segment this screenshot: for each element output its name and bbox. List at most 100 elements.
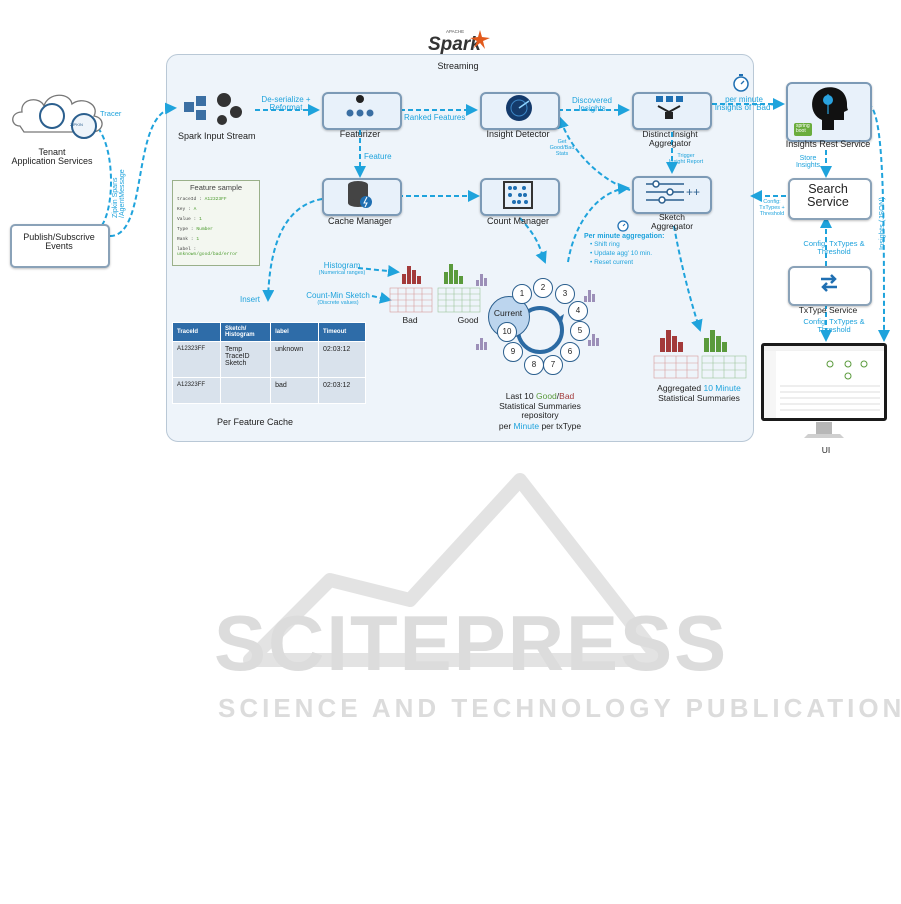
countmin-sub-label: (Discrete values) (317, 300, 359, 306)
aggregated-caption: Aggregated 10 Minute (657, 383, 741, 393)
histogram-label: Histogram (323, 261, 361, 270)
table-cell: unknown (270, 341, 320, 378)
watermark-title: SCITEPRESS (214, 599, 729, 687)
svg-text:++: ++ (686, 185, 700, 199)
insight-detector-label: Insight Detector (486, 129, 550, 139)
database-icon (348, 181, 372, 208)
aggregate-icon (656, 96, 683, 119)
ring-caption-3: per Minute per txType (498, 421, 582, 431)
gears-icon (184, 93, 242, 125)
ring-slot: 6 (560, 342, 580, 362)
histogram-sub-label: (Numerical ranges) (318, 270, 366, 276)
ring-slot: 5 (570, 321, 590, 341)
table-cell: bad (270, 377, 320, 404)
ring-caption-2: Statistical Summaries repository (499, 401, 581, 420)
table-cell: A12323FF (172, 341, 221, 378)
spark-subtitle: Streaming (437, 61, 479, 71)
watermark-subtitle: SCIENCE AND TECHNOLOGY PUBLICATIONS (218, 693, 901, 723)
aggregation-item: • Shift ring (590, 241, 620, 248)
table-cell: A12323FF (172, 377, 221, 404)
brain-head-icon (812, 87, 848, 130)
tracer-label: Tracer (100, 109, 122, 118)
feature-sample-title: Feature sample (189, 183, 243, 192)
config-txtypes-label-2: Config: TxTypes & Threshold (803, 317, 865, 334)
stopwatch-icon (733, 74, 749, 92)
spark-star-icon (470, 30, 490, 49)
table-row: A12323FF bad 02:03:12 (172, 377, 366, 404)
per-minute-bad-label: per minute Insights of "Bad" (714, 95, 774, 113)
column-header: label (270, 322, 320, 342)
sketch-slider-icon: ++ (646, 180, 700, 204)
per-feature-cache-table: TraceId Sketch/ Histogram label Timeout … (172, 322, 366, 404)
ring-slot: 7 (543, 355, 563, 375)
sketch-aggregator-node (632, 176, 712, 214)
table-header-row: TraceId Sketch/ Histogram label Timeout (172, 322, 366, 342)
spark-input-stream-label: Spark Input Stream (178, 131, 256, 141)
ring-slot: 9 (503, 342, 523, 362)
cache-manager-label: Cache Manager (327, 216, 393, 226)
trigger-report-label: Trigger Insight Report (668, 153, 704, 165)
cloud-icon (12, 94, 103, 139)
apache-label: APACHE (446, 29, 465, 34)
swap-arrows-icon (821, 274, 837, 292)
aggregated-sketch-thumbnails (653, 330, 747, 379)
feature-sample-card: Feature sample traceId : A12323FF Key : … (172, 180, 260, 266)
insert-label: Insert (240, 295, 261, 304)
feature-sample-row: Rank : 1 (177, 237, 200, 242)
radar-icon (506, 95, 532, 121)
ring-slot: 8 (524, 355, 544, 375)
ring-caption: Last 10 Good/Bad (505, 391, 575, 401)
tenant-label: Tenant Application Services (11, 147, 93, 167)
publish-subscribe-node (10, 224, 110, 268)
table-cell: Temp TraceID Sketch (219, 341, 272, 378)
table-cell: 02:03:12 (318, 377, 366, 404)
edges-layer (97, 98, 890, 342)
feature-sample-row: Value : 1 (177, 217, 202, 222)
sketch-good-label: Good (457, 315, 479, 325)
config-txtypes-label-1: Config: TxTypes & Threshold (803, 239, 865, 256)
table-cell: 02:03:12 (318, 341, 366, 378)
feature-sample-row: traceId : A12323FF (177, 197, 227, 202)
monitor-icon (761, 343, 887, 438)
sketch-bad-label: Bad (402, 315, 418, 325)
publish-subscribe-label: Publish/Subscrive Events (23, 232, 95, 252)
hierarchy-icon (346, 95, 374, 117)
cache-caption: Per Feature Cache (216, 417, 294, 427)
ranked-features-label: Ranked Features (404, 113, 466, 122)
feature-sample-row: Key : A (177, 207, 197, 212)
feature-sample-row: Type : Number (177, 227, 213, 232)
countmin-label: Count-Min Sketch (306, 291, 370, 300)
stopwatch-small-icon (617, 220, 629, 232)
ui-label: UI (821, 445, 831, 455)
column-header: TraceId (172, 322, 221, 342)
zipkin-spans-label: Zipkin Spans /AgentMessage (112, 169, 127, 218)
spark-logo: Spark (428, 34, 481, 55)
aggregation-item: • Update agg' 10 min. (590, 250, 653, 257)
txtype-service-label: TxType Service (798, 305, 858, 315)
ring-slot: 2 (533, 278, 553, 298)
zipkin-label: ZIPKIN (70, 122, 83, 127)
distinct-aggregator-label: Distinct Insight Aggregator (642, 129, 698, 148)
ring-slot: 3 (555, 284, 575, 304)
aggregation-item: • Reset current (590, 259, 634, 266)
insights-rest-label: Insights Rest Service (785, 139, 871, 149)
column-header: Sketch/ Histogram (219, 322, 272, 342)
feature-edge-label: Feature (364, 152, 392, 161)
current-label: Current (493, 308, 523, 318)
ring-slot: 1 (512, 284, 532, 304)
discovered-insights-label: Discovered Insights (571, 96, 613, 114)
insights-json-label: Insights (JSON) (877, 197, 886, 250)
sketch-thumbnails (389, 264, 481, 313)
config-threshold-small-label: Config: TxTypes + Threshold (759, 199, 785, 217)
feature-sample-row: label : unknown/good/bad/error (177, 247, 238, 257)
table-cell (219, 377, 272, 404)
deserialize-label: De-serialize + Reformat (261, 95, 311, 113)
aggregation-title: Per minute aggregation: (584, 233, 665, 240)
ring-slot: 4 (568, 301, 588, 321)
sketch-aggregator-label: Sketch Aggregator (650, 212, 694, 231)
watermark-logo (243, 473, 667, 667)
abacus-icon (503, 181, 533, 209)
search-service-node (788, 178, 872, 220)
search-service-label: Search Service (807, 182, 849, 210)
